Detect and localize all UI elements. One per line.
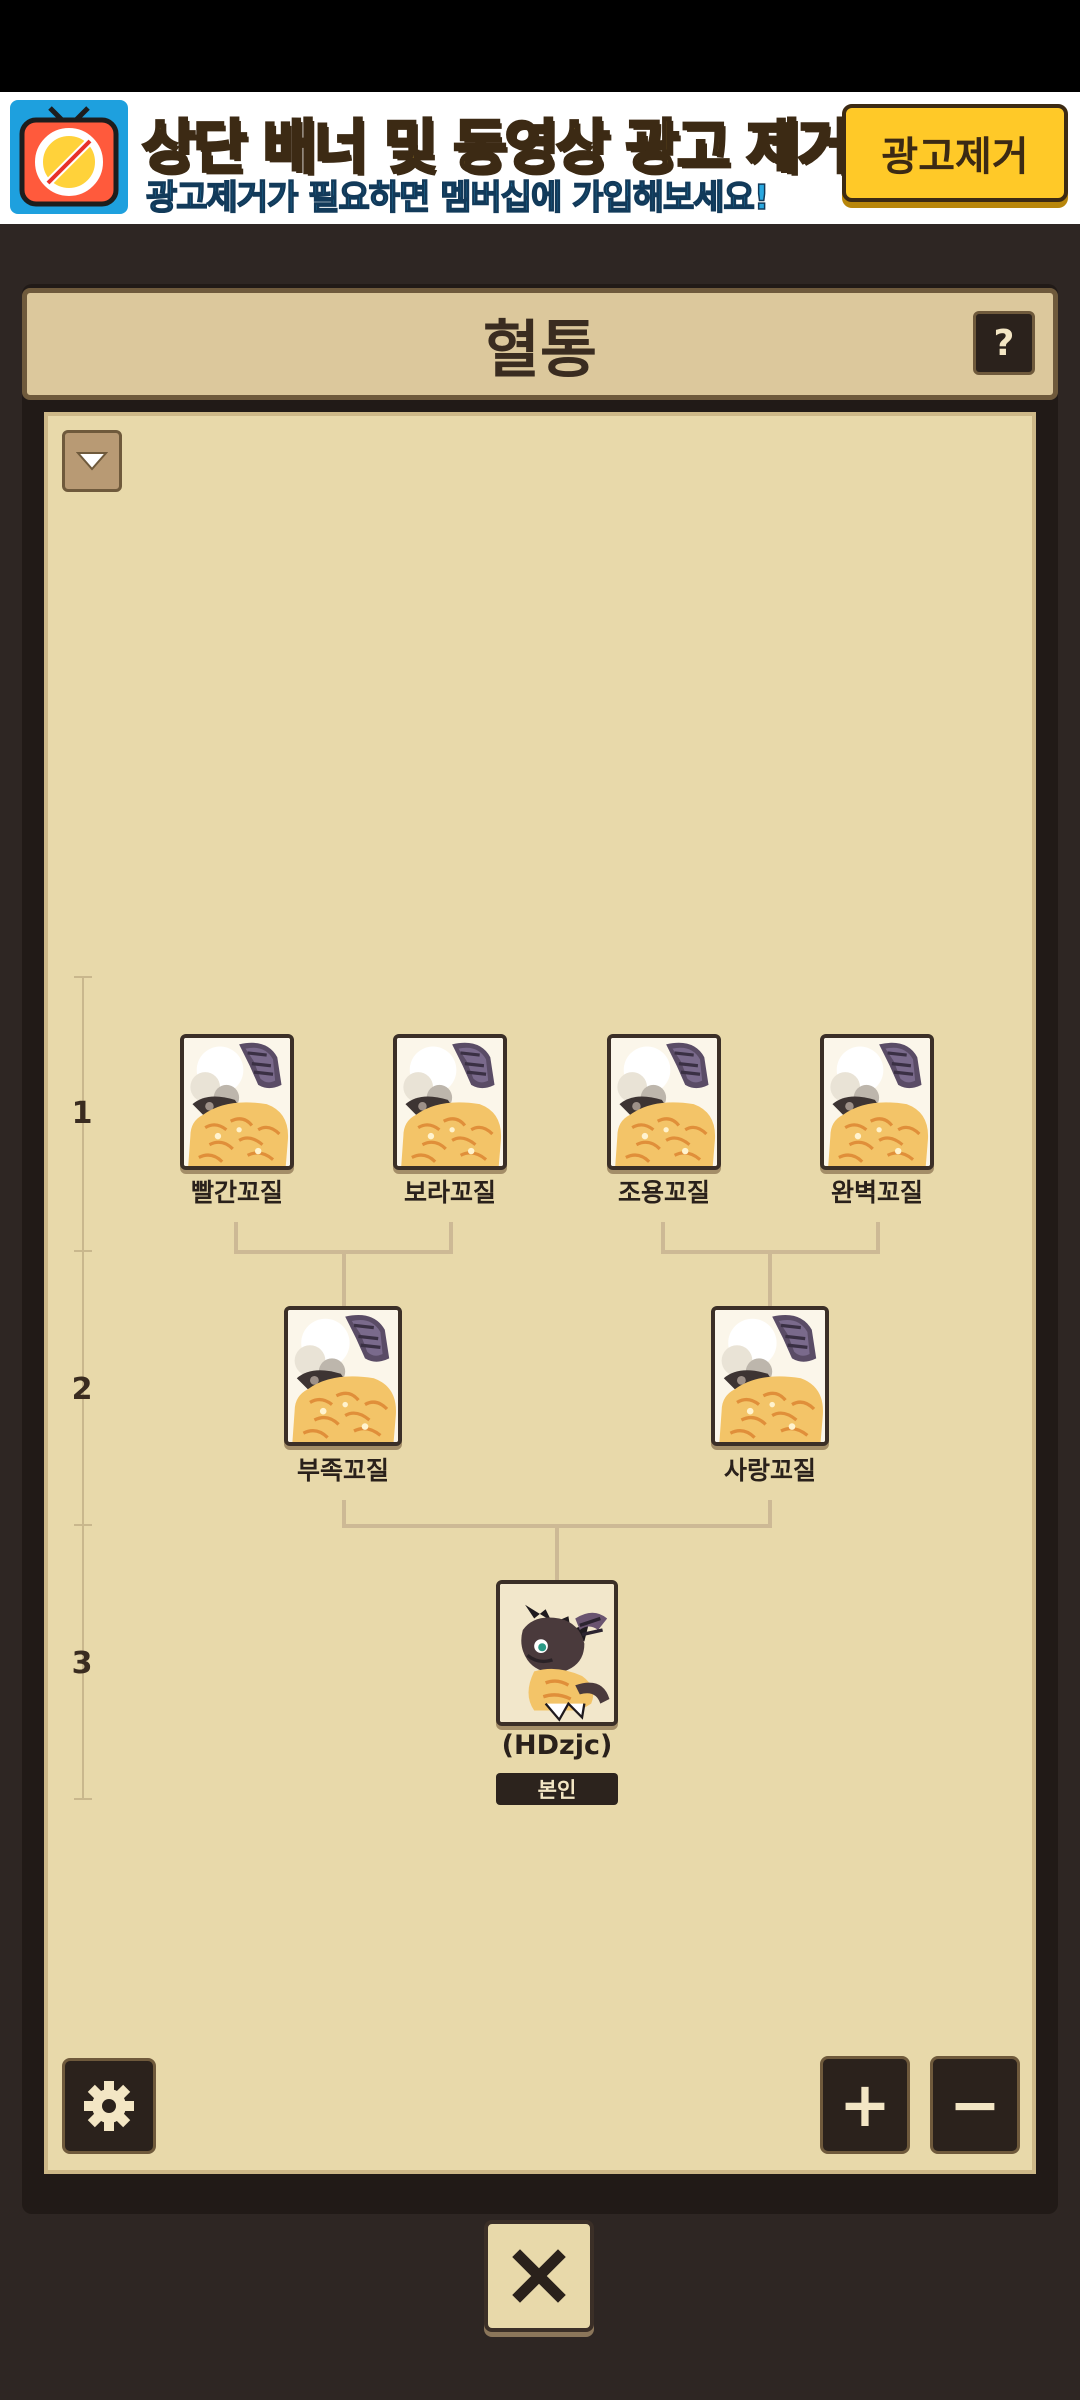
tree-connector	[876, 1222, 880, 1252]
tree-connector	[342, 1500, 346, 1528]
help-button[interactable]: ?	[973, 311, 1035, 375]
shiba-portrait-icon	[611, 1038, 717, 1166]
gear-icon	[84, 2081, 134, 2131]
ancestor-name: 보라꼬질	[403, 1178, 496, 1207]
parent-card-2[interactable]	[711, 1306, 829, 1446]
collapse-button[interactable]	[62, 430, 122, 492]
parent-card-1[interactable]	[284, 1306, 402, 1446]
generation-tick	[74, 976, 92, 978]
ancestor-name: 완벽꼬질	[830, 1178, 923, 1207]
close-icon	[512, 2249, 566, 2303]
chevron-down-icon	[76, 452, 108, 471]
generation-tick	[74, 1524, 92, 1526]
status-bar	[0, 0, 1080, 92]
shiba-portrait-icon	[397, 1038, 503, 1166]
self-name: (HDzjc)	[501, 1730, 613, 1761]
tree-connector	[555, 1524, 559, 1580]
tree-connector	[342, 1250, 346, 1306]
ancestor-card-2[interactable]	[393, 1034, 507, 1170]
parent-name: 부족꼬질	[296, 1456, 389, 1485]
ad-subline: 광고제거가 필요하면 멤버십에 가입해보세요!	[145, 177, 770, 219]
shiba-portrait-icon	[715, 1310, 825, 1442]
page-title: 혈통	[482, 313, 598, 386]
ancestor-card-4[interactable]	[820, 1034, 934, 1170]
shiba-portrait-icon	[288, 1310, 398, 1442]
tree-connector	[768, 1250, 772, 1306]
tree-connector	[449, 1222, 453, 1252]
ad-headline: 상단 배너 및 동영상 광고 제거!	[141, 112, 878, 183]
remove-ads-button[interactable]: 광고제거	[842, 104, 1068, 202]
shiba-portrait-icon	[824, 1038, 930, 1166]
dragon-pet-icon	[500, 1584, 614, 1722]
tree-connector	[768, 1500, 772, 1528]
generation-tick	[74, 1250, 92, 1252]
tree-connector	[661, 1222, 665, 1252]
pedigree-panel[interactable]	[44, 412, 1036, 2174]
generation-label-3: 3	[71, 1646, 93, 1681]
settings-button[interactable]	[62, 2058, 156, 2154]
zoom-out-button[interactable]: −	[930, 2056, 1020, 2154]
self-card[interactable]	[496, 1580, 618, 1726]
ancestor-name: 조용꼬질	[617, 1178, 710, 1207]
title-bar: 혈통 ?	[22, 288, 1058, 400]
ancestor-card-1[interactable]	[180, 1034, 294, 1170]
close-button[interactable]	[484, 2220, 594, 2332]
generation-tick	[74, 1798, 92, 1800]
generation-scale	[82, 976, 84, 1800]
parent-name: 사랑꼬질	[723, 1456, 816, 1485]
generation-label-2: 2	[71, 1372, 93, 1407]
ad-banner[interactable]: 상단 배너 및 동영상 광고 제거! 광고제거가 필요하면 멤버십에 가입해보세…	[0, 92, 1080, 224]
self-badge: 본인	[496, 1773, 618, 1805]
ancestor-card-3[interactable]	[607, 1034, 721, 1170]
no-ads-tv-icon	[10, 100, 128, 214]
zoom-in-button[interactable]: +	[820, 2056, 910, 2154]
ancestor-name: 빨간꼬질	[190, 1178, 283, 1207]
shiba-portrait-icon	[184, 1038, 290, 1166]
tree-connector	[234, 1222, 238, 1252]
generation-label-1: 1	[71, 1096, 93, 1131]
